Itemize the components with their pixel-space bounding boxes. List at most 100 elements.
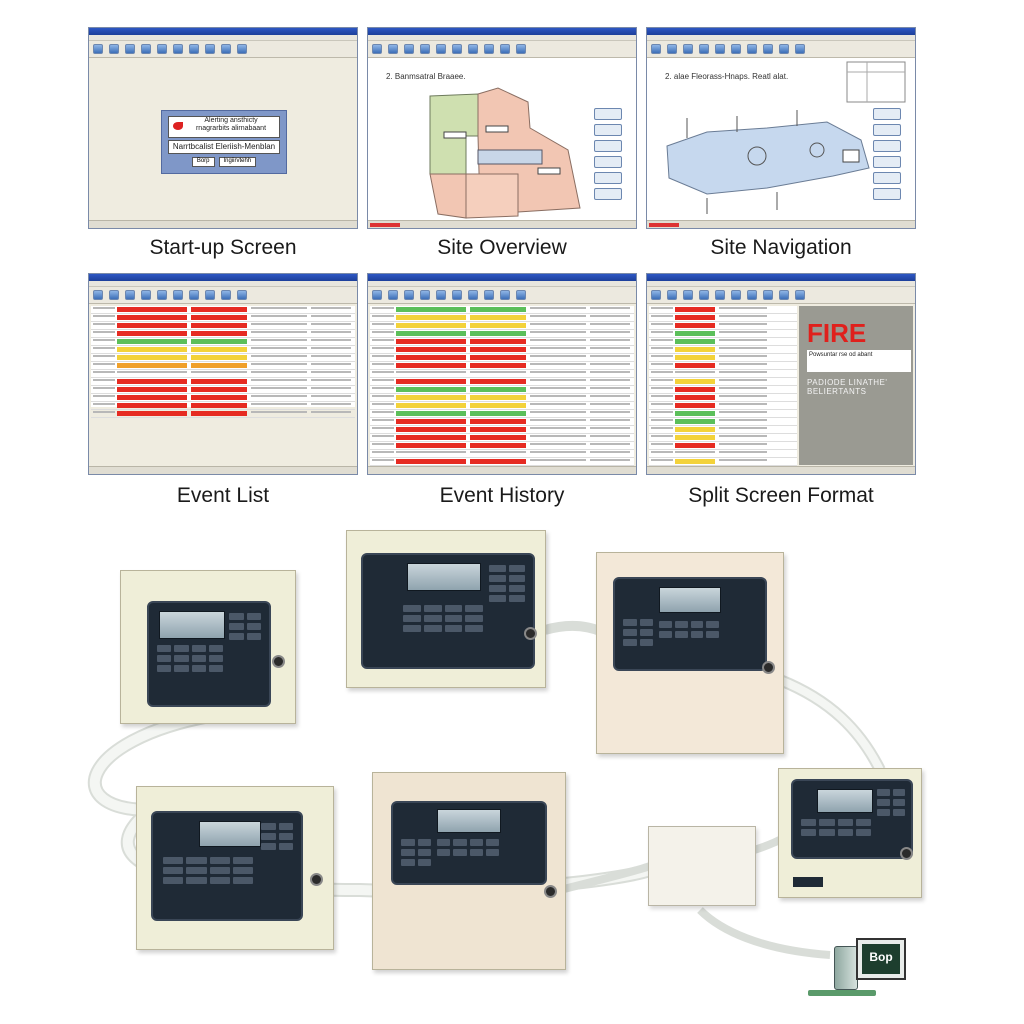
table-row[interactable] bbox=[370, 338, 634, 346]
table-row[interactable] bbox=[370, 354, 634, 362]
table-row[interactable] bbox=[370, 330, 634, 338]
table-row[interactable] bbox=[91, 394, 355, 402]
table-row[interactable] bbox=[649, 434, 797, 442]
zone-button[interactable] bbox=[594, 156, 622, 168]
table-row[interactable] bbox=[649, 362, 797, 370]
table-row[interactable] bbox=[91, 386, 355, 394]
table-cell bbox=[396, 427, 466, 432]
table-row[interactable] bbox=[91, 322, 355, 330]
location-button[interactable] bbox=[873, 172, 901, 184]
panel-keypad[interactable] bbox=[163, 857, 253, 884]
location-button[interactable] bbox=[873, 124, 901, 136]
table-row[interactable] bbox=[649, 330, 797, 338]
table-row[interactable] bbox=[649, 442, 797, 450]
table-row[interactable] bbox=[649, 402, 797, 410]
location-button[interactable] bbox=[873, 156, 901, 168]
table-row[interactable] bbox=[370, 394, 634, 402]
panel-nav-keys[interactable] bbox=[877, 789, 905, 816]
table-row[interactable] bbox=[370, 322, 634, 330]
zone-button[interactable] bbox=[594, 140, 622, 152]
table-row[interactable] bbox=[649, 426, 797, 434]
table-row[interactable] bbox=[370, 434, 634, 442]
table-row[interactable] bbox=[370, 402, 634, 410]
floor-plan[interactable] bbox=[647, 58, 916, 223]
panel-keypad[interactable] bbox=[157, 645, 223, 672]
table-row[interactable] bbox=[649, 410, 797, 418]
location-button[interactable] bbox=[873, 108, 901, 120]
table-row[interactable] bbox=[649, 338, 797, 346]
panel-lock-icon[interactable] bbox=[900, 847, 913, 860]
table-row[interactable] bbox=[370, 370, 634, 378]
event-history-content[interactable] bbox=[368, 304, 636, 467]
table-row[interactable] bbox=[370, 442, 634, 450]
zone-button[interactable] bbox=[594, 108, 622, 120]
table-row[interactable] bbox=[649, 386, 797, 394]
pc-workstation-icon[interactable]: Bop bbox=[808, 938, 906, 998]
table-row[interactable] bbox=[649, 378, 797, 386]
table-row[interactable] bbox=[649, 394, 797, 402]
table-row[interactable] bbox=[649, 314, 797, 322]
table-cell bbox=[719, 451, 767, 453]
location-button[interactable] bbox=[873, 140, 901, 152]
zone-button[interactable] bbox=[594, 172, 622, 184]
table-row[interactable] bbox=[91, 378, 355, 386]
table-row[interactable] bbox=[649, 322, 797, 330]
table-row[interactable] bbox=[370, 362, 634, 370]
panel-zone-keys[interactable] bbox=[401, 839, 431, 866]
table-row[interactable] bbox=[91, 338, 355, 346]
dialog-button[interactable]: Borp bbox=[191, 157, 215, 167]
history-table[interactable] bbox=[370, 306, 634, 466]
table-row[interactable] bbox=[91, 402, 355, 410]
table-row[interactable] bbox=[370, 418, 634, 426]
event-table[interactable] bbox=[91, 306, 355, 418]
table-row[interactable] bbox=[370, 346, 634, 354]
split-event-table[interactable] bbox=[649, 306, 797, 466]
panel-keypad[interactable] bbox=[437, 839, 499, 856]
table-row[interactable] bbox=[649, 306, 797, 314]
table-row[interactable] bbox=[370, 410, 634, 418]
zone-button[interactable] bbox=[594, 124, 622, 136]
site-map[interactable] bbox=[368, 58, 637, 223]
table-row[interactable] bbox=[649, 418, 797, 426]
table-row[interactable] bbox=[370, 458, 634, 466]
panel-lock-icon[interactable] bbox=[272, 655, 285, 668]
table-cell bbox=[675, 403, 715, 408]
table-row[interactable] bbox=[649, 354, 797, 362]
table-row[interactable] bbox=[91, 314, 355, 322]
table-row[interactable] bbox=[370, 378, 634, 386]
table-cell bbox=[93, 363, 115, 365]
zone-button[interactable] bbox=[594, 188, 622, 200]
table-row[interactable] bbox=[649, 346, 797, 354]
panel-nav-keys[interactable] bbox=[489, 565, 525, 602]
table-row[interactable] bbox=[91, 410, 355, 418]
location-button[interactable] bbox=[873, 188, 901, 200]
table-row[interactable] bbox=[91, 354, 355, 362]
table-row[interactable] bbox=[649, 450, 797, 458]
dialog-button[interactable]: Ingiirvtehh bbox=[218, 157, 257, 167]
table-row[interactable] bbox=[91, 330, 355, 338]
panel-nav-keys[interactable] bbox=[229, 613, 261, 640]
panel-lock-icon[interactable] bbox=[310, 873, 323, 886]
table-row[interactable] bbox=[91, 306, 355, 314]
panel-lock-icon[interactable] bbox=[524, 627, 537, 640]
table-row[interactable] bbox=[91, 370, 355, 378]
panel-lock-icon[interactable] bbox=[544, 885, 557, 898]
panel-lock-icon[interactable] bbox=[762, 661, 775, 674]
event-list-content[interactable] bbox=[89, 304, 357, 418]
table-row[interactable] bbox=[649, 458, 797, 466]
table-row[interactable] bbox=[91, 362, 355, 370]
table-row[interactable] bbox=[370, 306, 634, 314]
panel-keypad[interactable] bbox=[801, 819, 871, 836]
table-row[interactable] bbox=[91, 346, 355, 354]
panel-keypad[interactable] bbox=[659, 621, 719, 638]
split-event-pane[interactable] bbox=[649, 306, 797, 466]
table-row[interactable] bbox=[370, 314, 634, 322]
table-row[interactable] bbox=[649, 370, 797, 378]
panel-zone-keys[interactable] bbox=[623, 619, 653, 646]
table-row[interactable] bbox=[370, 426, 634, 434]
table-row[interactable] bbox=[370, 450, 634, 458]
table-row[interactable] bbox=[370, 386, 634, 394]
panel-keypad[interactable] bbox=[403, 605, 483, 632]
panel-nav-keys[interactable] bbox=[261, 823, 293, 850]
dialog-main-field[interactable]: Narrtbcalist Eleriish-Menblan bbox=[168, 140, 280, 154]
